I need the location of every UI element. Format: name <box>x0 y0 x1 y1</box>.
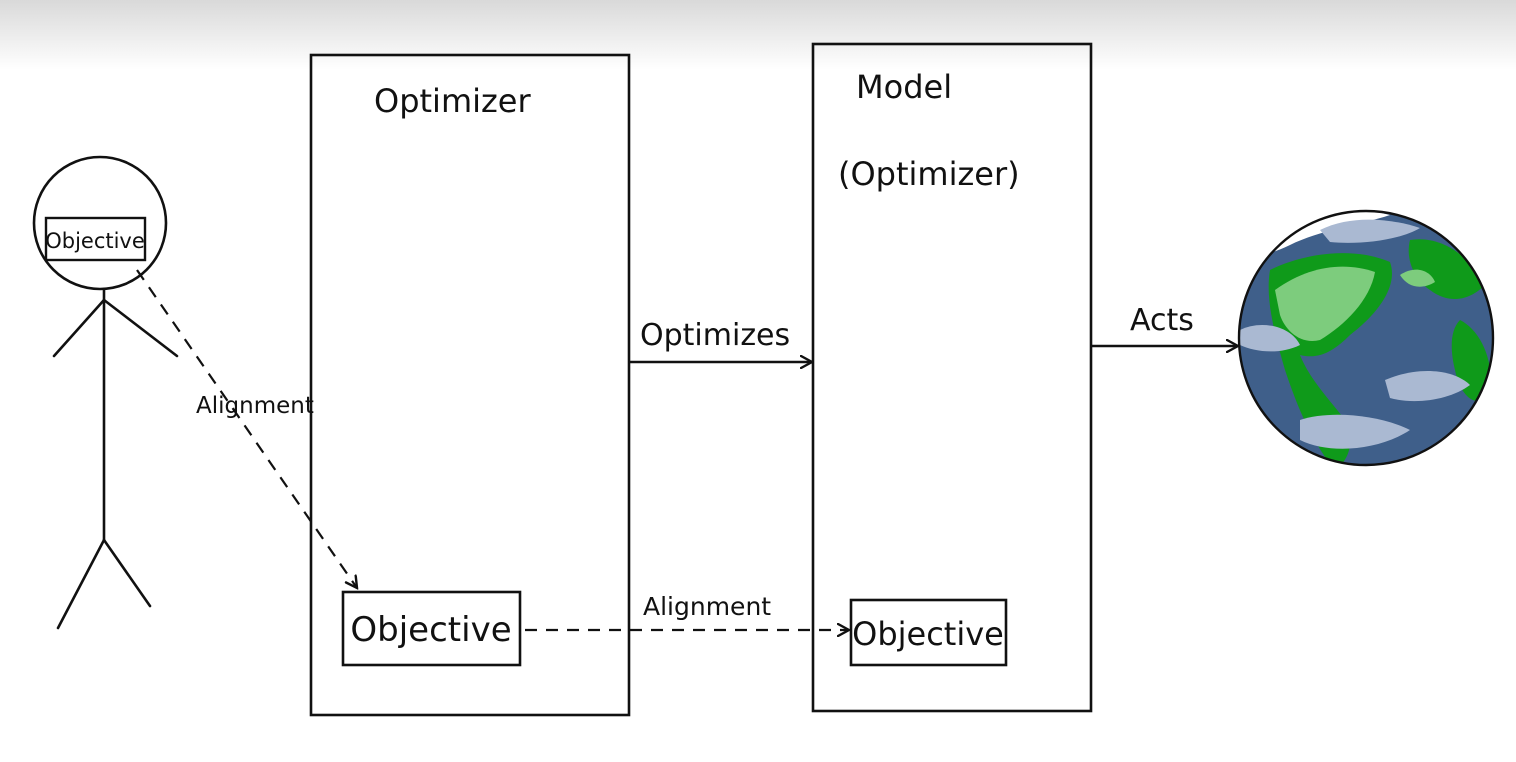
optimizes-label: Optimizes <box>640 318 790 353</box>
top-shade <box>0 0 1516 70</box>
optimizer-objective-box <box>341 590 522 667</box>
model-objective-box <box>849 598 1008 667</box>
person-objective-label: Objective <box>45 229 145 253</box>
model-box <box>811 42 1093 713</box>
optimizer-box <box>309 53 631 717</box>
model-objective-label: Objective <box>852 615 1004 653</box>
acts-label: Acts <box>1130 303 1194 338</box>
optimizer-objective-label: Objective <box>350 610 511 650</box>
stick-figure-right-arm <box>102 298 179 358</box>
alignment-label-objectives: Alignment <box>643 592 771 621</box>
stick-figure-left-leg <box>56 538 106 630</box>
alignment-arrow-person <box>136 269 357 588</box>
optimizer-title: Optimizer <box>374 82 531 120</box>
model-title: Model <box>856 68 952 106</box>
alignment-label-person: Alignment <box>196 393 314 419</box>
stick-figure-left-arm <box>52 298 106 358</box>
stick-figure-right-leg <box>102 538 152 608</box>
person-objective-box <box>44 216 147 262</box>
globe-icon <box>1237 209 1495 467</box>
model-subtitle: (Optimizer) <box>838 155 1020 193</box>
